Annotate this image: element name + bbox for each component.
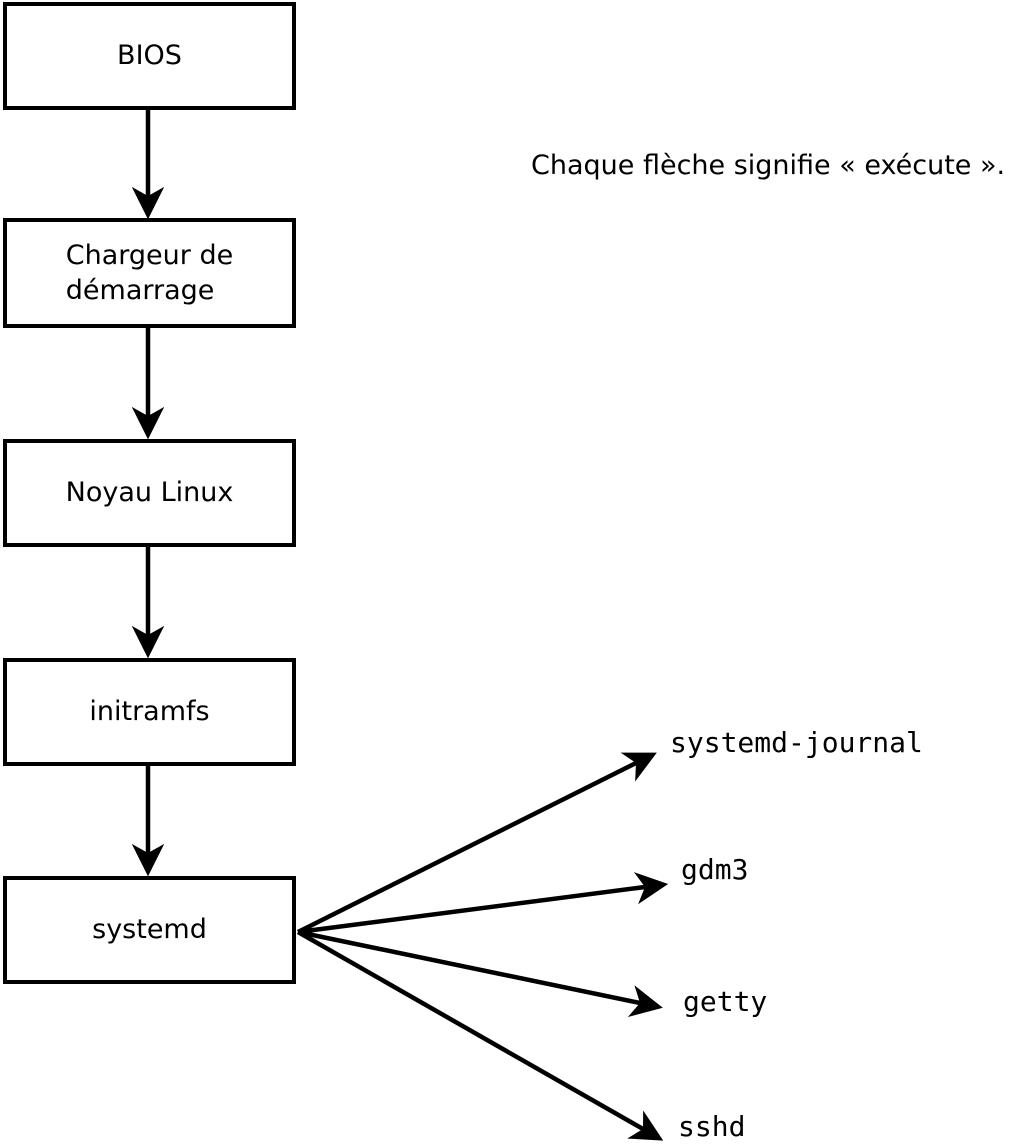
node-bootloader-label: Chargeur de démarrage: [65, 239, 234, 306]
arrow-systemd-to-sshd: [296, 930, 664, 1141]
node-initramfs-label: initramfs: [89, 696, 210, 728]
node-bios-label: BIOS: [117, 40, 182, 72]
arrow-legend-note: Chaque flèche signifie « exécute ».: [531, 150, 1006, 181]
process-label-gdm3: gdm3: [681, 853, 749, 886]
node-kernel: Noyau Linux: [3, 439, 296, 547]
arrow-systemd-to-gdm3: [297, 872, 669, 935]
process-label-sshd: sshd: [678, 1110, 746, 1143]
node-kernel-label: Noyau Linux: [65, 477, 234, 509]
node-systemd: systemd: [3, 876, 296, 984]
node-bootloader: Chargeur de démarrage: [3, 218, 296, 328]
node-systemd-label: systemd: [92, 914, 207, 946]
process-label-getty: getty: [683, 985, 768, 1018]
node-bios: BIOS: [3, 2, 296, 110]
arrow-systemd-to-getty: [297, 929, 663, 1018]
node-initramfs: initramfs: [3, 658, 296, 766]
arrow-systemd-to-journal: [296, 752, 657, 935]
process-label-systemd-journal: systemd-journal: [670, 726, 923, 759]
